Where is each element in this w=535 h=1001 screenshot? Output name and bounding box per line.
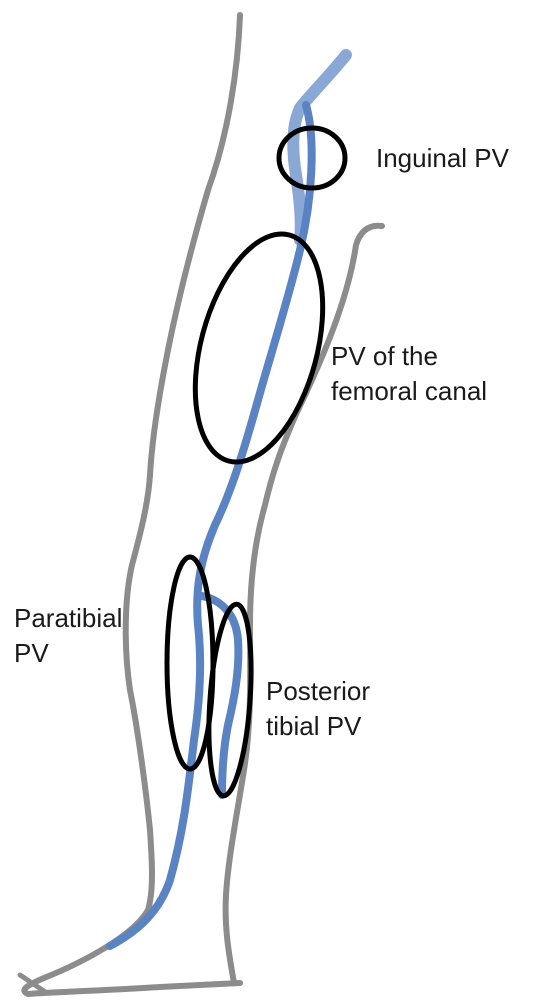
vein-upper-faded — [293, 55, 346, 240]
leg-outline-front — [24, 15, 240, 994]
paratibial-pv-label-line-2: PV — [14, 636, 122, 671]
posterior-tibial-pv-label-line-2: tibial PV — [266, 709, 370, 744]
inguinal-pv-label: Inguinal PV — [376, 141, 509, 176]
femoral-canal-pv-label-line-2: femoral canal — [331, 374, 487, 409]
paratibial-pv-label-line-1: Paratibial — [14, 601, 122, 636]
posterior-tibial-pv-label-line-1: Posterior — [266, 674, 370, 709]
femoral-canal-pv-label-line-1: PV of the — [331, 339, 487, 374]
posterior-tibial-pv-label: Posterior tibial PV — [266, 674, 370, 744]
paratibial-pv-label: Paratibial PV — [14, 601, 122, 671]
paratibial-pv-marker — [167, 557, 213, 769]
femoral-canal-pv-marker — [173, 220, 346, 476]
femoral-canal-pv-label: PV of the femoral canal — [331, 339, 487, 409]
inguinal-pv-label-line: Inguinal PV — [376, 141, 509, 176]
